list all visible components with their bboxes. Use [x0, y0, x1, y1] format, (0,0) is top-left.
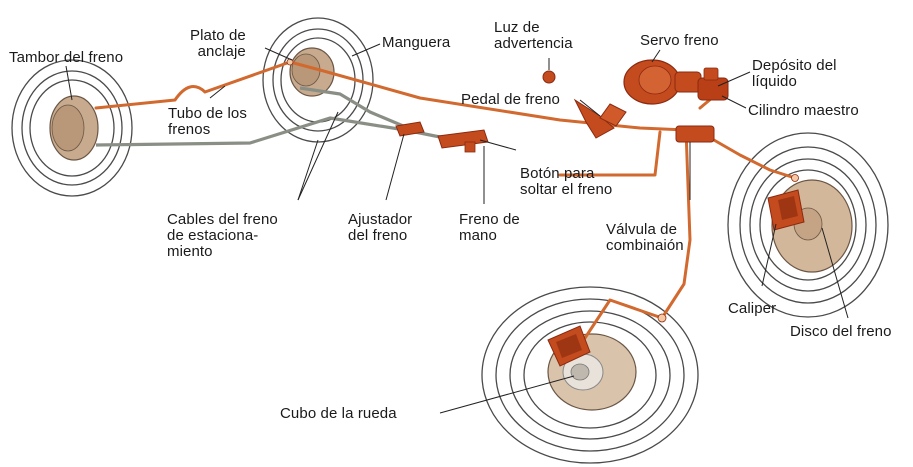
front-right-wheel: [727, 132, 889, 318]
label-pedal-de-freno: Pedal de freno: [461, 91, 560, 108]
brake-adjuster: [395, 121, 425, 137]
label-plato-de-anclaje: Plato de anclaje: [190, 27, 246, 60]
label-freno-de-mano: Freno de mano: [459, 211, 520, 244]
label-boton-para-soltar: Botón para soltar el freno: [520, 165, 613, 198]
label-cables-freno-estacionamiento: Cables del freno de estaciona- miento: [167, 211, 278, 260]
label-manguera: Manguera: [382, 34, 451, 51]
label-caliper: Caliper: [728, 300, 777, 317]
brake-lines: [94, 60, 797, 340]
brake-pedal: [573, 98, 627, 139]
handbrake-lever: [437, 129, 489, 153]
servo-booster: [623, 59, 702, 105]
front-left-wheel: [481, 286, 699, 464]
rear-left-drum: [49, 95, 99, 161]
rear-left-wheel: [11, 59, 133, 197]
label-disco-del-freno: Disco del freno: [790, 323, 892, 340]
label-valvula-de-combinacion: Válvula de combinaión: [606, 221, 684, 254]
label-tambor-del-freno: Tambor del freno: [9, 49, 124, 66]
warning-light: [542, 70, 556, 84]
front-right-caliper: [767, 189, 805, 231]
label-tubo-de-los-frenos: Tubo de los frenos: [168, 105, 247, 138]
parking-brake-cables: [95, 86, 446, 147]
label-cilindro-maestro: Cilindro maestro: [748, 102, 859, 119]
front-left-caliper: [547, 325, 591, 367]
label-luz-de-advertencia: Luz de advertencia: [494, 19, 573, 52]
master-cylinder: [697, 67, 729, 101]
line-fittings: [286, 58, 799, 323]
label-cubo-de-la-rueda: Cubo de la rueda: [280, 405, 397, 422]
label-deposito-del-liquido: Depósito del líquido: [752, 57, 837, 90]
rear-right-drum: [289, 47, 335, 97]
label-ajustador-del-freno: Ajustador del freno: [348, 211, 413, 244]
combination-valve: [675, 125, 715, 143]
label-servo-freno: Servo freno: [640, 32, 719, 49]
leader-lines: [65, 43, 849, 414]
